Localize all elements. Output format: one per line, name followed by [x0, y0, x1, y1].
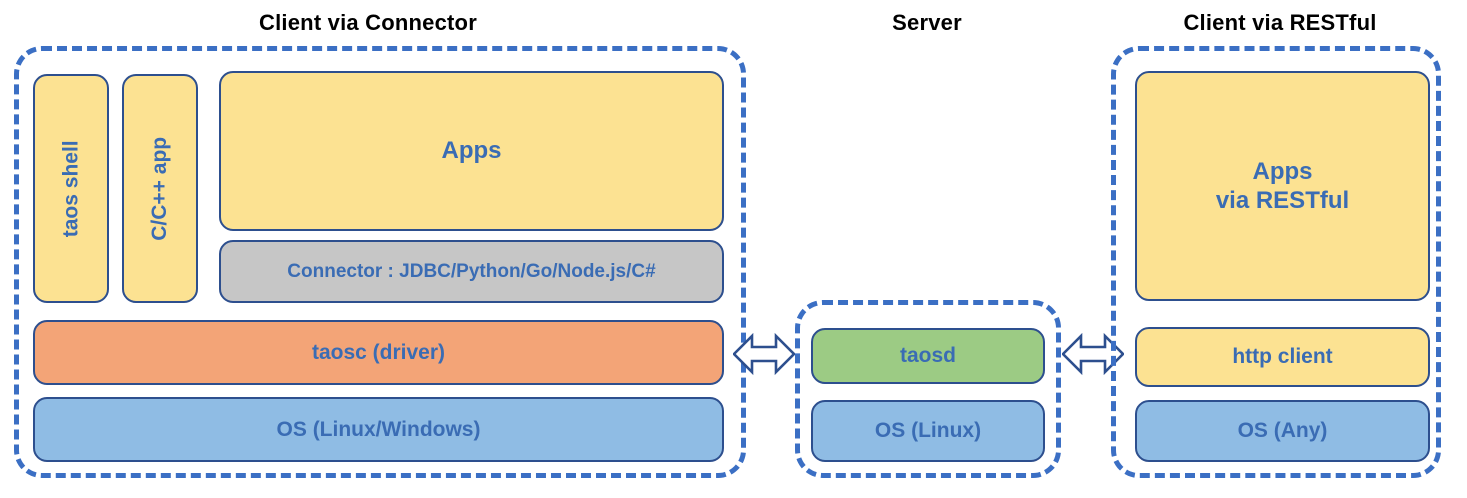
group-client-via-connector — [14, 46, 746, 478]
node-c-cpp-app[interactable]: C/C++ app — [122, 74, 198, 303]
column-title-server: Server — [892, 10, 962, 35]
node-taos-shell-label: taos shell — [59, 140, 83, 237]
node-taosd[interactable]: taosd — [811, 328, 1045, 384]
node-taosd-label: taosd — [899, 344, 956, 368]
node-connector-label: Connector : JDBC/Python/Go/Node.js/C# — [287, 260, 656, 282]
node-taosc-driver-label: taosc (driver) — [311, 340, 446, 364]
node-os-linux-windows-label: OS (Linux/Windows) — [276, 417, 481, 441]
node-apps-via-restful-line1: Apps — [1252, 157, 1313, 185]
column-title-client-restful: Client via RESTful — [1183, 10, 1377, 35]
double-headed-arrow-icon-right — [1062, 328, 1124, 380]
node-connector[interactable]: Connector : JDBC/Python/Go/Node.js/C# — [219, 240, 724, 303]
node-http-client-label: http client — [1232, 345, 1333, 369]
column-title-client-connector: Client via Connector — [259, 10, 477, 35]
double-headed-arrow-icon-left — [733, 328, 795, 380]
group-server — [795, 300, 1061, 478]
node-apps-via-restful[interactable]: Apps via RESTful — [1135, 71, 1430, 301]
node-os-linux-windows[interactable]: OS (Linux/Windows) — [33, 397, 724, 462]
node-http-client[interactable]: http client — [1135, 327, 1430, 387]
group-client-via-restful — [1111, 46, 1441, 478]
node-apps-via-restful-line2: via RESTful — [1215, 187, 1350, 214]
node-os-linux-label: OS (Linux) — [874, 419, 982, 443]
node-taosc-driver[interactable]: taosc (driver) — [33, 320, 724, 385]
node-apps-label: Apps — [441, 137, 502, 165]
node-os-any-label: OS (Any) — [1237, 419, 1328, 443]
node-apps[interactable]: Apps — [219, 71, 724, 231]
node-apps-via-restful-label: Apps via RESTful — [1216, 157, 1349, 216]
node-os-linux[interactable]: OS (Linux) — [811, 400, 1045, 462]
node-taos-shell[interactable]: taos shell — [33, 74, 109, 303]
node-os-any[interactable]: OS (Any) — [1135, 400, 1430, 462]
node-c-cpp-app-label: C/C++ app — [148, 136, 172, 241]
